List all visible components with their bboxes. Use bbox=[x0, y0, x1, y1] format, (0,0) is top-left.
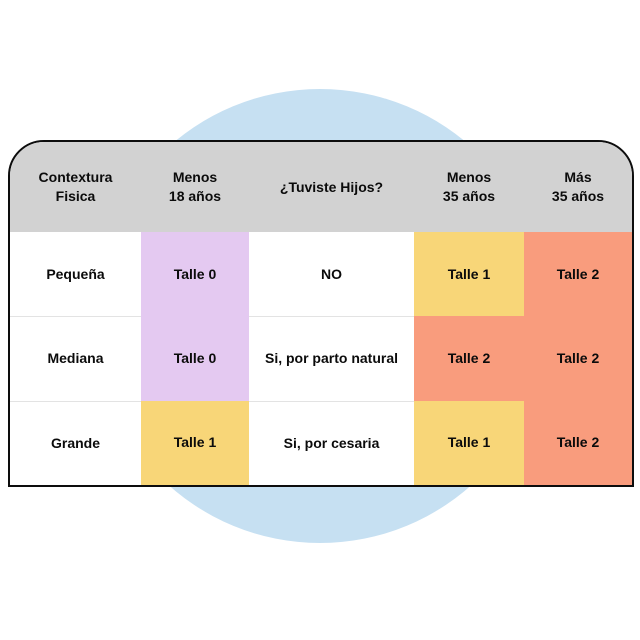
header-line: Más bbox=[564, 169, 592, 185]
header-line: Contextura bbox=[38, 169, 113, 185]
table-cell-talle: Talle 2 bbox=[524, 400, 632, 485]
table-cell-talle: Talle 0 bbox=[141, 316, 249, 401]
table-cell-hijos: Si, por parto natural bbox=[249, 316, 414, 401]
table-cell-row-label: Mediana bbox=[10, 316, 141, 401]
header-line: ¿Tuviste Hijos? bbox=[279, 178, 384, 195]
table-cell-talle: Talle 2 bbox=[414, 316, 524, 401]
table-cell-talle: Talle 2 bbox=[524, 316, 632, 401]
header-menos-18: Menos 18 años bbox=[141, 142, 249, 232]
table-cell-hijos: Si, por cesaria bbox=[249, 400, 414, 485]
table-cell-talle: Talle 1 bbox=[414, 400, 524, 485]
table-cell-row-label: Grande bbox=[10, 400, 141, 485]
table-cell-row-label: Pequeña bbox=[10, 232, 141, 317]
table-cell-talle: Talle 2 bbox=[524, 232, 632, 317]
header-line: Fisica bbox=[55, 188, 96, 204]
table-cell-talle: Talle 1 bbox=[414, 232, 524, 317]
table-cell-hijos: NO bbox=[249, 232, 414, 317]
header-line: 18 años bbox=[168, 188, 222, 204]
header-tuviste-hijos: ¿Tuviste Hijos? bbox=[249, 142, 414, 232]
header-line: Menos bbox=[446, 169, 492, 185]
size-decision-table: Contextura Fisica Menos 18 años ¿Tuviste… bbox=[8, 140, 634, 487]
header-mas-35: Más 35 años bbox=[524, 142, 632, 232]
table-cell-talle: Talle 0 bbox=[141, 232, 249, 317]
header-menos-35: Menos 35 años bbox=[414, 142, 524, 232]
header-line: Menos bbox=[172, 169, 218, 185]
header-contextura-fisica: Contextura Fisica bbox=[10, 142, 141, 232]
header-line: 35 años bbox=[551, 188, 605, 204]
table-cell-talle: Talle 1 bbox=[141, 400, 249, 485]
header-line: 35 años bbox=[442, 188, 496, 204]
